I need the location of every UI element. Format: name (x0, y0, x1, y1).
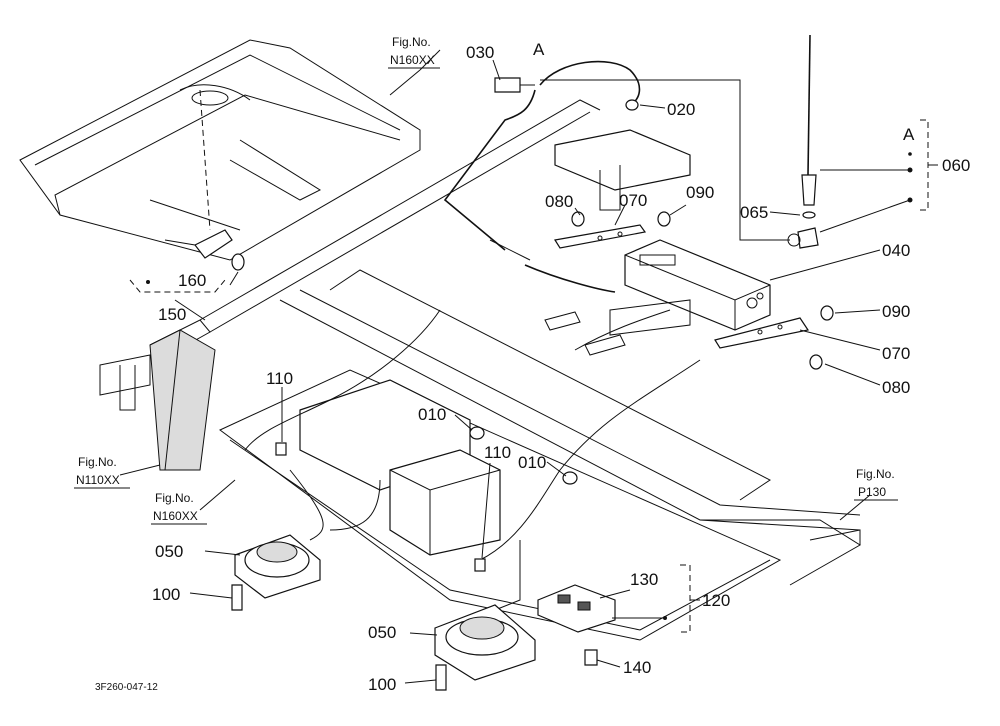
label-110-right: 110 (484, 443, 511, 462)
fig-ref-n110xx: Fig.No. N110XX (74, 455, 130, 489)
fasteners (231, 77, 834, 691)
label-020: 020 (667, 100, 695, 119)
label-070-bottom: 070 (882, 344, 910, 363)
label-080-top: 080 (545, 192, 573, 211)
label-080-bottom: 080 (882, 378, 910, 397)
label-050-right: 050 (368, 623, 396, 642)
center-housing (299, 129, 691, 556)
label-140: 140 (623, 658, 651, 677)
fig-ref-code: N160XX (390, 53, 435, 67)
fig-ref-n160xx-top: Fig.No. N160XX (388, 35, 440, 69)
room-lamp (164, 89, 245, 271)
fig-ref-title: Fig.No. (392, 35, 431, 49)
label-070-top: 070 (619, 191, 647, 210)
label-150: 150 (158, 305, 186, 324)
radio-bracket-bottom (714, 317, 809, 349)
label-050-left: 050 (155, 542, 183, 561)
fig-ref-code: N160XX (153, 509, 198, 523)
drawing-code: 3F260-047-12 (95, 682, 158, 693)
label-040: 040 (882, 241, 910, 260)
label-060: 060 (942, 156, 970, 175)
label-110-left: 110 (266, 369, 293, 388)
fig-ref-title: Fig.No. (856, 467, 895, 481)
label-130: 130 (630, 570, 658, 589)
roof-headliner (19, 39, 421, 261)
fig-ref-n160xx-bottom: Fig.No. N160XX (151, 491, 207, 525)
label-010-right: 010 (518, 453, 546, 472)
marker-a-antenna: A (903, 125, 915, 144)
label-120: 120 (702, 591, 730, 610)
radio-unit (624, 239, 771, 331)
speaker-left (234, 534, 321, 599)
bracket-060 (920, 119, 938, 211)
label-100-right: 100 (368, 675, 396, 694)
leader-lines (119, 49, 913, 684)
label-065: 065 (740, 203, 768, 222)
radio-bracket-top (554, 224, 647, 249)
fig-ref-title: Fig.No. (155, 491, 194, 505)
label-010-left: 010 (418, 405, 446, 424)
fig-ref-p130: Fig.No. P130 (854, 467, 898, 501)
fig-ref-title: Fig.No. (78, 455, 117, 469)
antenna (787, 34, 819, 249)
cab-pillar (99, 329, 216, 471)
label-100-left: 100 (152, 585, 180, 604)
label-160: 160 (178, 271, 206, 290)
label-090-bottom: 090 (882, 302, 910, 321)
label-090-top: 090 (686, 183, 714, 202)
bracket-120 (680, 564, 700, 633)
antenna-cable (443, 60, 790, 293)
bracket-160 (129, 279, 226, 293)
fig-ref-code: N110XX (76, 473, 120, 487)
label-030: 030 (466, 43, 494, 62)
wiring-harness (244, 299, 701, 611)
marker-a-cable: A (533, 40, 545, 59)
fig-ref-code: P130 (858, 485, 886, 499)
switch-panel (537, 584, 616, 633)
speaker-right (434, 604, 536, 681)
